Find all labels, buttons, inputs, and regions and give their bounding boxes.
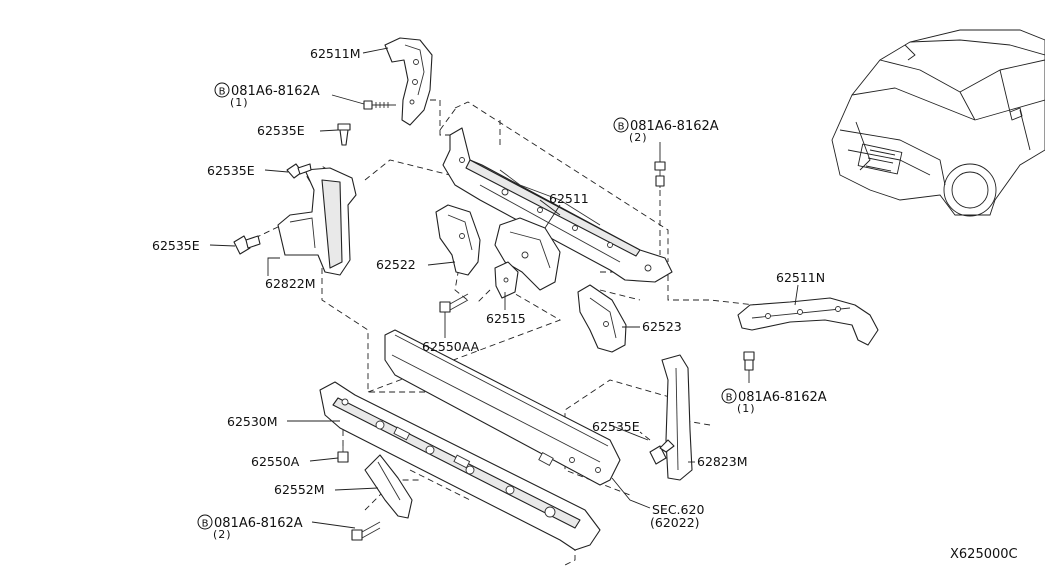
part-62511N	[737, 297, 879, 346]
label-62535E: 62535E	[592, 419, 640, 434]
label-sec620-ref: (62022)	[650, 515, 700, 530]
label-62550AA: 62550AA	[422, 339, 480, 354]
bolt-code: 081A6-8162A	[231, 84, 320, 99]
bolt-qty: (2)	[213, 528, 232, 541]
part-62515	[494, 261, 519, 299]
label-62511N: 62511N	[776, 270, 825, 285]
bolt-callout: B 081A6-8162A (1)	[214, 82, 320, 109]
label-62552M: 62552M	[274, 482, 325, 497]
clip-icon	[233, 235, 261, 255]
bolt-code: 081A6-8162A	[738, 390, 827, 405]
bolt-icon	[363, 100, 396, 110]
part-62511M	[384, 37, 433, 126]
bolt-icon	[439, 293, 469, 313]
label-62511M: 62511M	[310, 46, 361, 61]
part-sec620-bumper-beam	[384, 329, 621, 486]
clip-icon	[286, 163, 312, 179]
bolt-code: 081A6-8162A	[214, 516, 303, 531]
bolt-icon	[654, 161, 666, 188]
vehicle-locator-illustration	[831, 29, 1045, 217]
part-62823M	[661, 354, 693, 481]
diagram-code: X625000C	[950, 547, 1018, 562]
bolt-icon	[743, 351, 755, 371]
bolt-callout: B 081A6-8162A (2)	[613, 117, 719, 144]
bolt-symbol-icon: B	[726, 393, 733, 404]
bolt-code: 081A6-8162A	[630, 119, 719, 134]
bolt-callout: B 081A6-8162A (1)	[721, 388, 827, 415]
bolt-icon	[337, 440, 349, 463]
label-62511: 62511	[549, 191, 589, 206]
bolt-callout: B 081A6-8162A (2)	[197, 514, 303, 541]
label-62535E: 62535E	[152, 238, 200, 253]
label-62535E: 62535E	[257, 123, 305, 138]
part-62822M	[277, 167, 357, 276]
part-62511	[442, 127, 673, 291]
bolt-icon	[351, 521, 381, 541]
bolt-qty: (1)	[230, 96, 249, 109]
label-62530M: 62530M	[227, 414, 278, 429]
bolt-qty: (1)	[737, 402, 756, 415]
label-62823M: 62823M	[697, 454, 748, 469]
part-62530M	[319, 381, 601, 551]
label-62550A: 62550A	[251, 454, 300, 469]
part-62523	[577, 284, 627, 353]
part-62552M	[364, 454, 413, 519]
label-62535E: 62535E	[207, 163, 255, 178]
clip-icon	[649, 439, 675, 465]
bolt-qty: (2)	[629, 131, 648, 144]
label-62822M: 62822M	[265, 276, 316, 291]
bolt-symbol-icon: B	[202, 519, 209, 530]
part-62522	[435, 204, 481, 276]
bolt-symbol-icon: B	[618, 122, 625, 133]
label-62523: 62523	[642, 319, 682, 334]
label-62522: 62522	[376, 257, 416, 272]
part-labels: 62511M 62511 62511N 62535E 62535E 62535E…	[152, 46, 825, 530]
label-62515: 62515	[486, 311, 526, 326]
bolt-symbol-icon: B	[219, 87, 226, 98]
label-sec620: SEC.620	[652, 502, 704, 517]
leader-lines	[209, 47, 799, 529]
clip-icon	[337, 123, 351, 146]
